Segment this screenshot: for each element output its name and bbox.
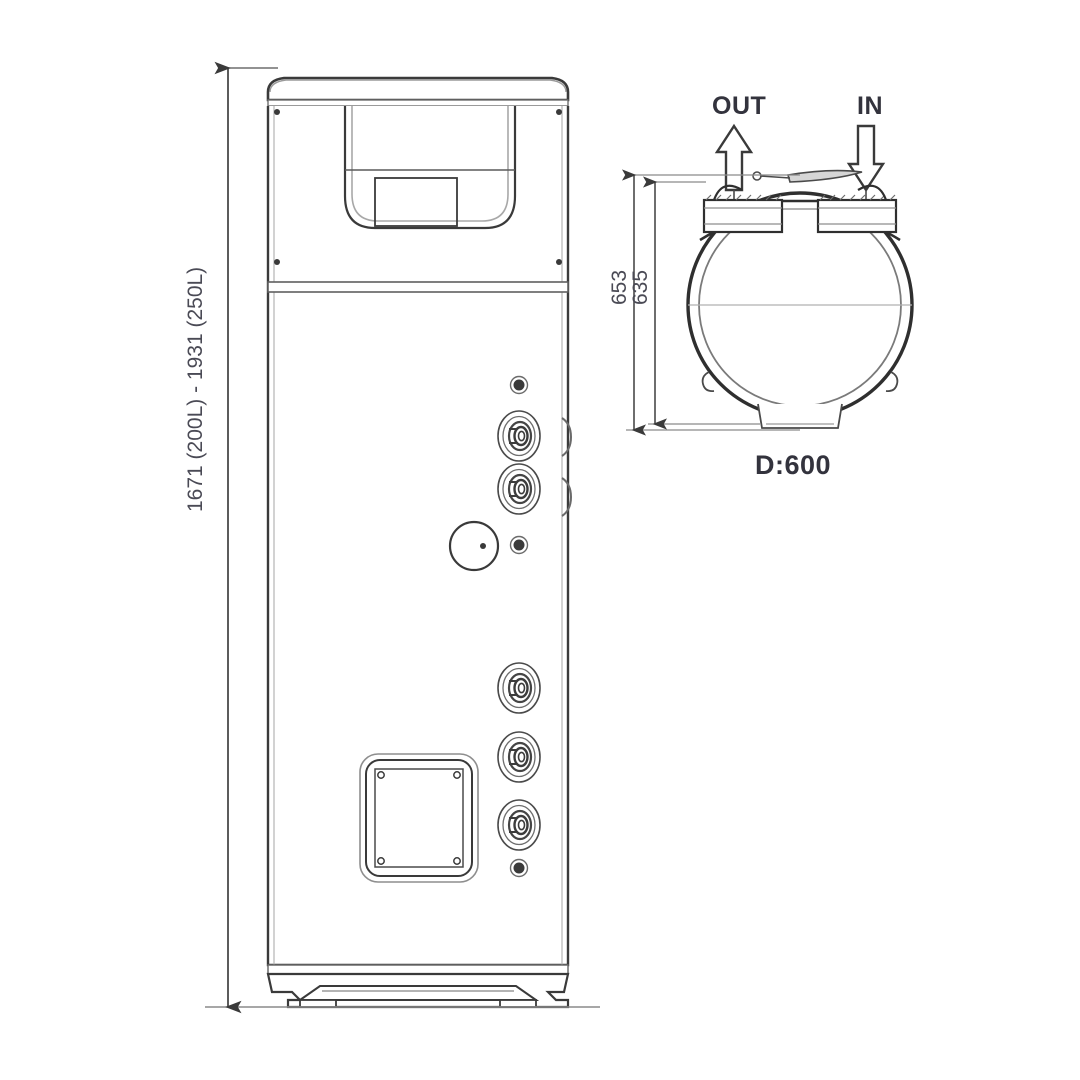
- top-cap-seam: [267, 99, 569, 107]
- access-panel-screw-tr: [453, 771, 461, 779]
- top-view-group: [622, 123, 914, 436]
- foot-left: [299, 999, 337, 1008]
- connector-block-in: [816, 198, 898, 234]
- in-flow-arrow-icon: [846, 124, 886, 193]
- foot-right: [499, 999, 537, 1008]
- screw-mid-left: [274, 259, 280, 265]
- connector-block-in-hatch: [819, 194, 896, 201]
- height-dimension-label: 1671 (200L) - 1931 (250L): [184, 266, 207, 512]
- lug-right: [885, 371, 899, 393]
- inner-dimension-label: 635: [629, 269, 652, 305]
- access-panel-frame[interactable]: [365, 759, 473, 877]
- diameter-label: D:600: [755, 450, 832, 480]
- top-cap-outline: [266, 76, 570, 102]
- in-port-label: IN: [857, 92, 883, 120]
- access-panel-screw-tl: [377, 771, 385, 779]
- screw-top-right: [556, 109, 562, 115]
- connector-in-neck: [857, 184, 888, 201]
- top-lever: [786, 169, 863, 183]
- screw-top-left: [274, 109, 280, 115]
- inspection-circle: [448, 520, 500, 572]
- front-view-group: [205, 76, 600, 1009]
- side-notch-lower: [561, 477, 573, 517]
- display-screen[interactable]: [374, 177, 458, 227]
- inspection-circle-center-dot: [480, 543, 486, 549]
- lug-left: [701, 371, 715, 393]
- base-center-recess: [296, 985, 540, 1001]
- top-lever-pivot: [752, 171, 762, 181]
- base-seam-band: [267, 964, 569, 975]
- control-panel-recess: [343, 106, 517, 230]
- connector-block-out-hatch: [705, 194, 782, 201]
- top-cap-highlight: [269, 79, 567, 93]
- top-lever-stem: [759, 175, 791, 179]
- connector-block-out: [702, 198, 784, 234]
- screw-mid-right: [556, 259, 562, 265]
- connector-out-neck: [712, 184, 743, 201]
- side-notch-upper: [561, 417, 573, 457]
- access-panel-plate: [374, 768, 464, 868]
- out-port-label: OUT: [712, 92, 767, 120]
- body-seam-band: [267, 281, 569, 293]
- access-panel-screw-bl: [377, 857, 385, 865]
- out-flow-arrow-icon: [714, 123, 754, 192]
- access-panel-screw-br: [453, 857, 461, 865]
- access-panel-outer: [359, 753, 479, 883]
- control-panel-recess-inner: [351, 106, 509, 222]
- height-dimension-group: [214, 61, 278, 1014]
- top-view-foot: [757, 403, 843, 429]
- body-outline: [266, 106, 570, 967]
